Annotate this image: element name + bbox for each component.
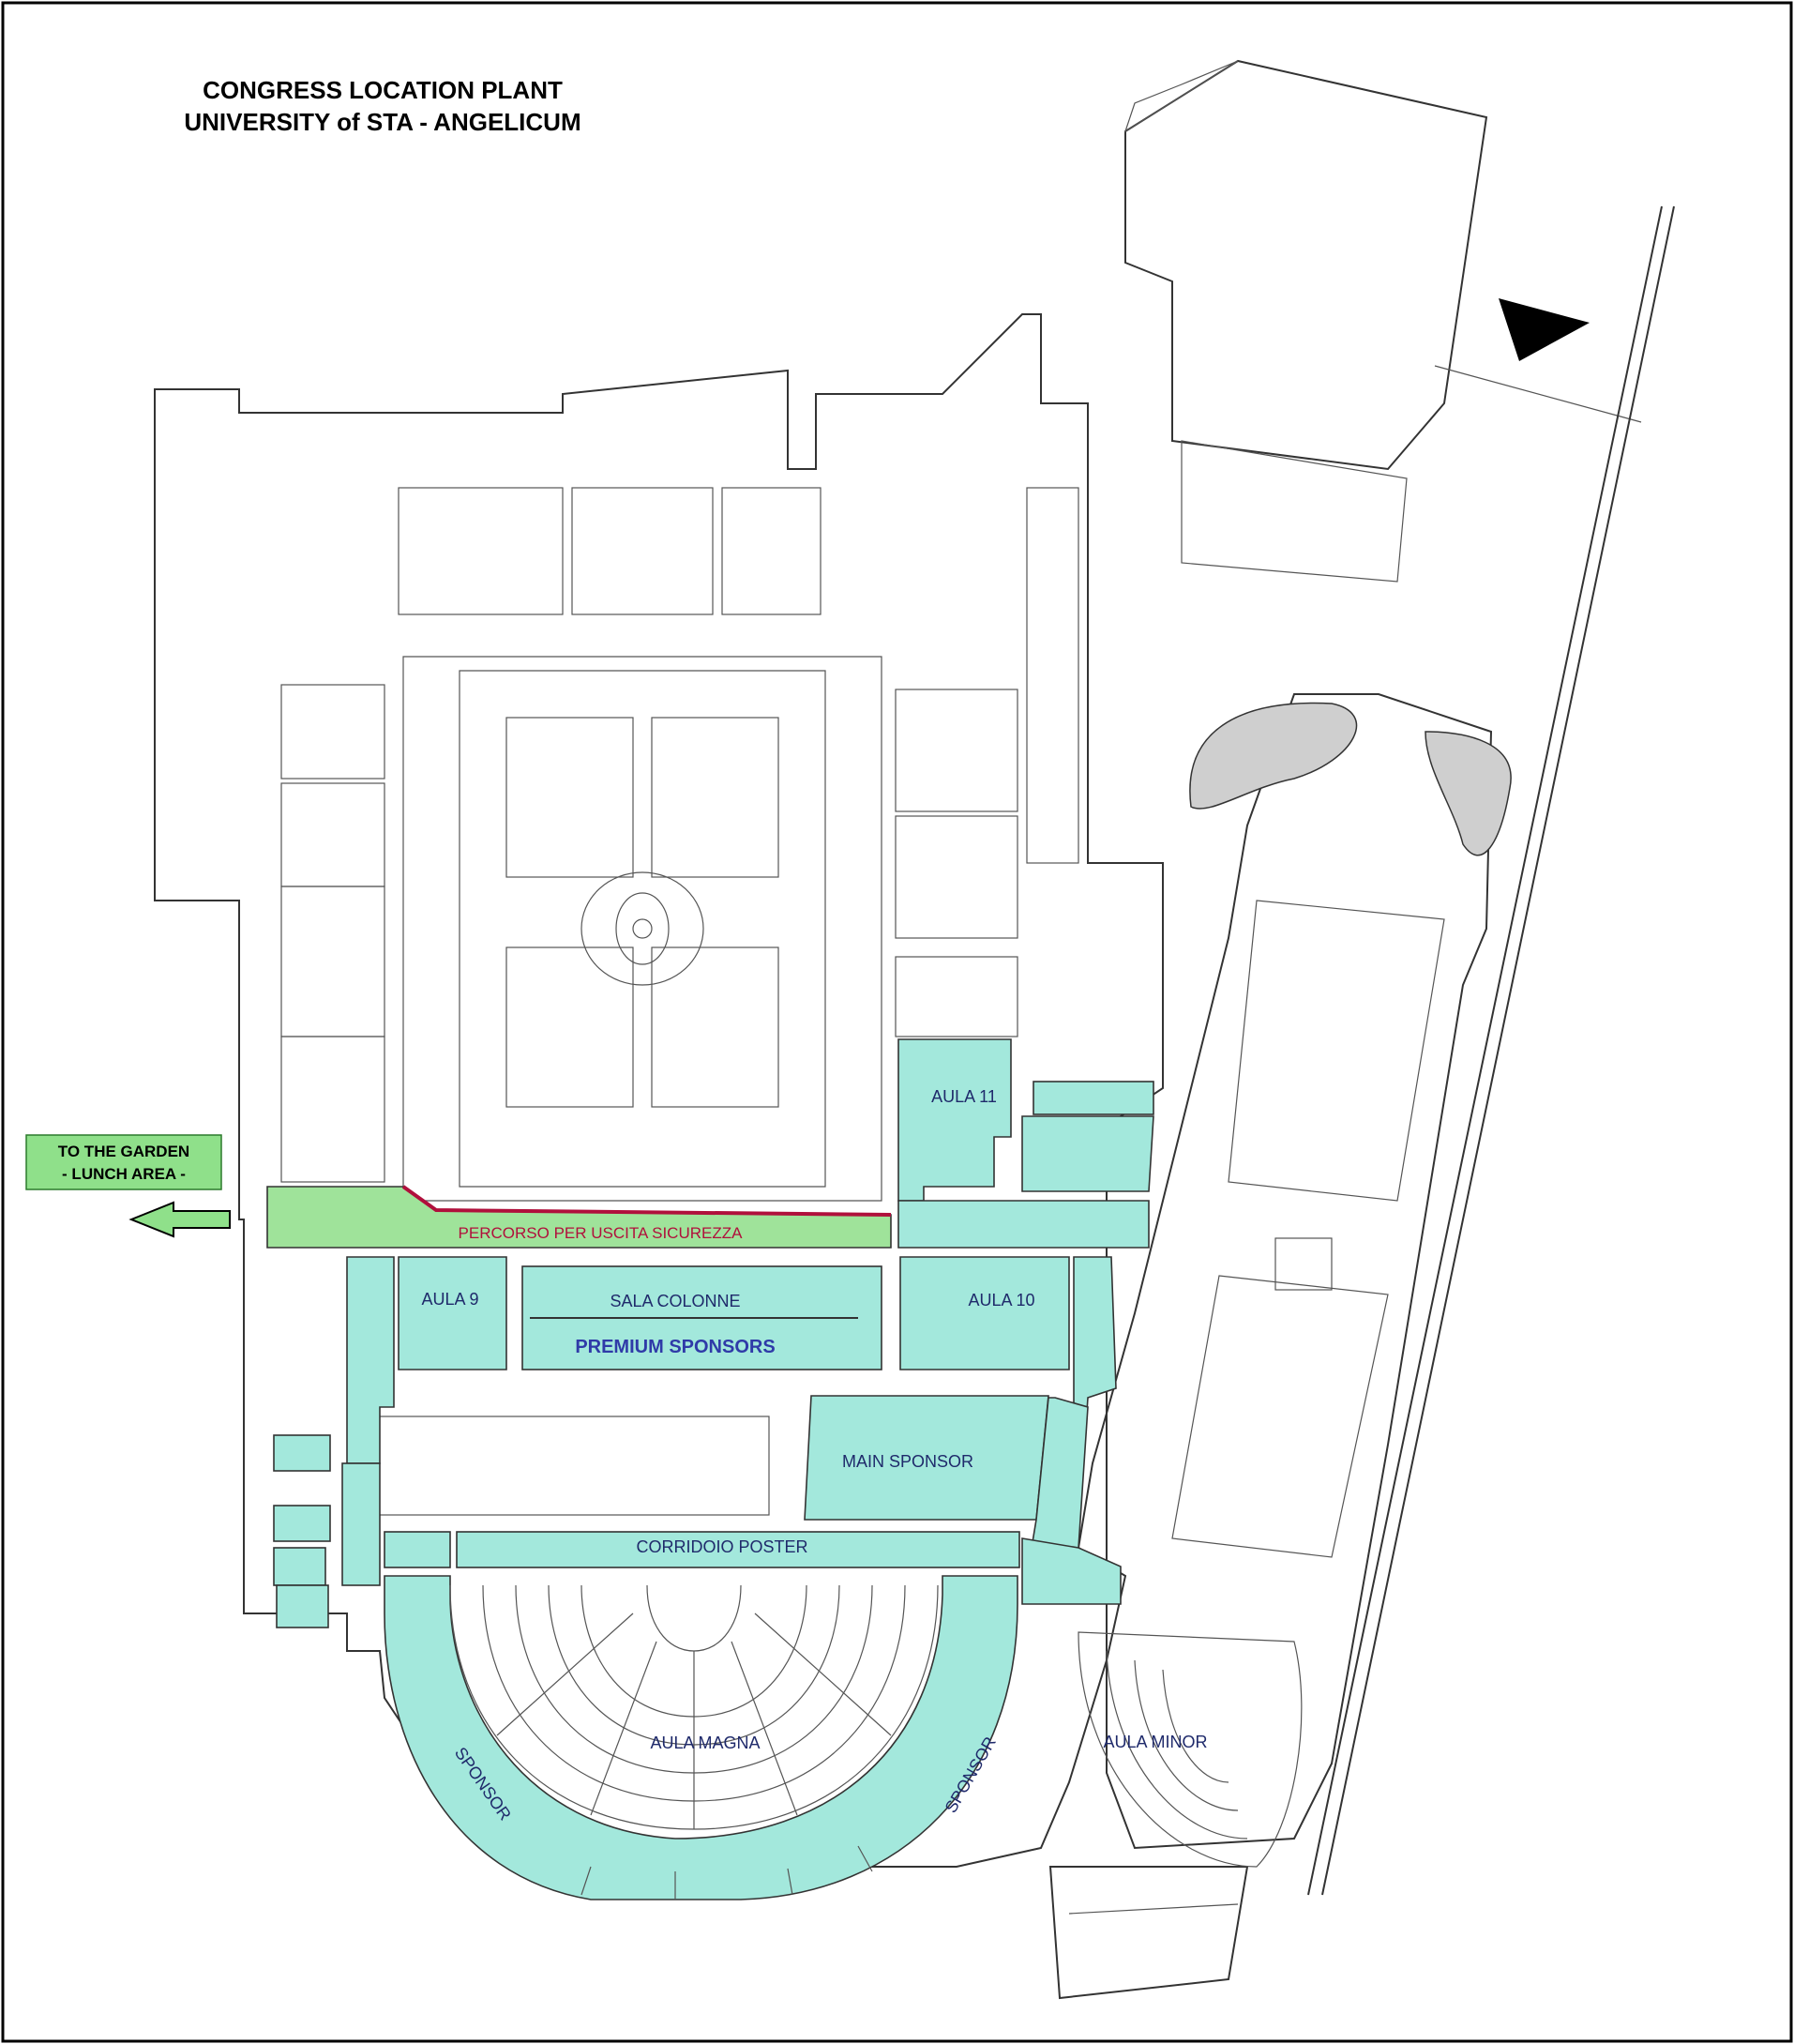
west-stair-rooms [273,1434,381,1628]
boundary-street [1307,205,1675,1896]
exit-route-label: PERCORSO PER USCITA SICUREZZA [459,1224,744,1242]
room-aula-10[interactable] [899,1256,1070,1370]
room-aula-minor[interactable] [1078,1631,1303,1868]
room-aula-11[interactable] [897,1038,1012,1202]
triangle-pointer-icon [1499,298,1590,361]
room-aula-minor-label: AULA MINOR [1103,1733,1207,1751]
room-aula-11-annex [1033,1081,1154,1115]
corridor-west [346,1256,395,1464]
map-title-line2: UNIVERSITY of STA - ANGELICUM [184,108,580,136]
room-corridoio-poster[interactable] [456,1531,1020,1568]
corridor-east [897,1200,1150,1249]
room-aula-10-label: AULA 10 [968,1291,1034,1310]
garden-sign [25,1134,222,1190]
room-aula-11-label: AULA 11 [931,1087,997,1106]
left-arrow-icon [128,1201,231,1238]
room-aula-11-hall [1021,1115,1154,1192]
outbuilding [1123,59,1642,583]
room-aula-magna-label: AULA MAGNA [650,1734,760,1752]
room-aula-9[interactable] [398,1256,507,1370]
garden-sign-line1: TO THE GARDEN [58,1143,189,1160]
south-outbuilding [1048,1866,1249,2000]
room-main-sponsor-label: MAIN SPONSOR [842,1452,973,1471]
sponsor-ring[interactable] [384,1575,1018,1900]
garden-sign-line2: - LUNCH AREA - [62,1165,186,1183]
room-aula-9-label: AULA 9 [421,1290,478,1309]
room-corridoio-poster-label: CORRIDOIO POSTER [636,1537,807,1556]
right-wing [1077,693,1512,1850]
map-title-line1: CONGRESS LOCATION PLANT [203,76,563,104]
exit-route-line [401,1185,892,1217]
premium-sponsors-label: PREMIUM SPONSORS [575,1337,775,1357]
corridor-poster-east [1021,1537,1122,1605]
room-sala-colonne-label: SALA COLONNE [610,1292,740,1310]
corridor-poster-west [384,1531,451,1568]
aula-magna-seating [449,1584,939,1830]
